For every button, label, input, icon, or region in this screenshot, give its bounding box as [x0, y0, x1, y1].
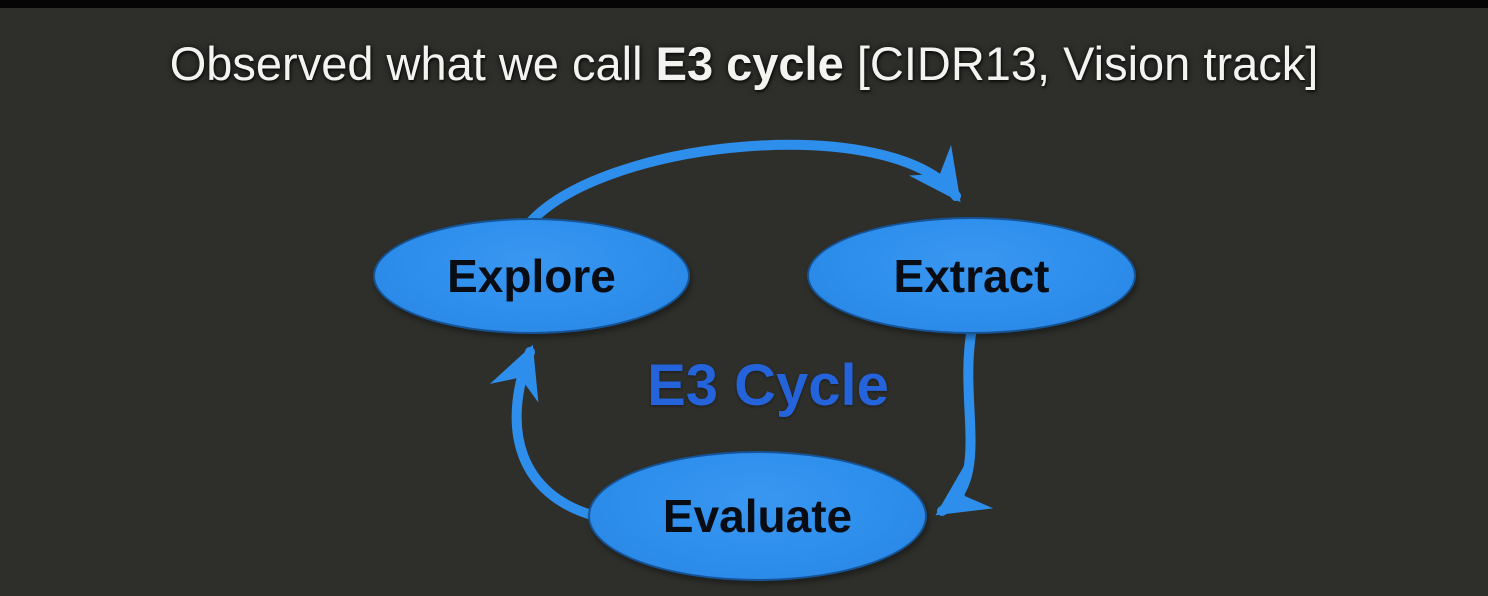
node-explore-label: Explore [447, 250, 616, 302]
slide-title: Observed what we call E3 cycle [CIDR13, … [0, 36, 1488, 91]
arrow-evaluate-to-explore [489, 344, 600, 521]
top-black-bar [0, 0, 1488, 8]
node-extract-label: Extract [893, 249, 1050, 302]
title-suffix: [CIDR13, Vision track] [843, 37, 1319, 90]
node-evaluate: Evaluate [588, 451, 927, 581]
cycle-center-label: E3 Cycle [647, 353, 889, 418]
arrow-explore-to-extract [522, 139, 961, 231]
title-emphasis: E3 cycle [655, 37, 844, 90]
node-extract: Extract [807, 217, 1136, 334]
node-explore: Explore [373, 218, 690, 334]
title-prefix: Observed what we call [169, 37, 656, 90]
arrow-extract-to-evaluate [935, 323, 994, 516]
node-evaluate-label: Evaluate [662, 490, 853, 542]
